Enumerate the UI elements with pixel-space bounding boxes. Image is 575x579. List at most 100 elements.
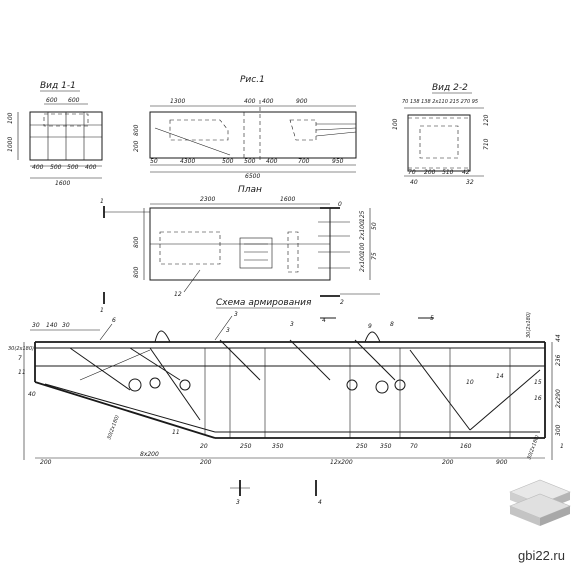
v2-right-a: 710 <box>483 138 490 150</box>
plan-top-right: 1600 <box>280 196 295 203</box>
sch-bot-0: 200 <box>40 459 52 466</box>
sch-mark-4: 9 <box>368 323 372 330</box>
sch-mark-3: 4 <box>322 317 326 324</box>
fig-bot-1: 500 <box>244 158 256 165</box>
fig-1-elevation: Рис.1 1300 400 400 900 800 200 50 4300 5… <box>133 75 357 180</box>
v1-bot-0: 400 <box>32 164 44 171</box>
v1-top-a: 600 <box>46 97 58 104</box>
v2-bot-0: 70 <box>408 169 416 176</box>
sch-mark-0: 6 <box>112 317 116 324</box>
view2-title: Вид 2-2 <box>432 83 468 93</box>
sch-bot-7: 12x200 <box>330 459 353 466</box>
sch-inner-2: 15 <box>534 379 542 386</box>
fig-bot-3: 700 <box>298 158 310 165</box>
plan-sec-b: 2 <box>340 299 344 306</box>
sch-rnum-1: 236 <box>555 354 562 366</box>
fig-top-mid2: 400 <box>262 98 274 105</box>
sch-small-2: 160 <box>460 443 472 450</box>
watermark-logo: gbi22.ru <box>470 470 575 575</box>
sch-small-1: 70 <box>410 443 418 450</box>
sch-top-0: 30 <box>32 322 40 329</box>
sch-mark-2: 3 <box>290 321 294 328</box>
sch-bot-1: 8x200 <box>140 451 159 458</box>
plan-title: План <box>238 185 262 195</box>
plan-sec-a-bot: 1 <box>100 307 104 314</box>
v1-bot-2: 500 <box>67 164 79 171</box>
plan-right-0: 125 <box>359 210 366 222</box>
fig-left-a: 800 <box>133 124 140 136</box>
view1-title: Вид 1-1 <box>40 81 76 91</box>
sch-bot-9: 900 <box>496 459 508 466</box>
sch-rnum-2: 2х290 <box>555 389 562 408</box>
sch-rnum-0: 44 <box>555 334 562 342</box>
scheme-title: Схема армирования <box>216 298 312 308</box>
plan-right-mark: 0 <box>338 201 342 208</box>
plan-left-b: 800 <box>133 266 140 278</box>
v2-bot-2: 510 <box>442 169 454 176</box>
v1-bot-3: 400 <box>85 164 97 171</box>
watermark-text: gbi22.ru <box>518 548 565 563</box>
fig-bot-4: 950 <box>332 158 344 165</box>
plan-top-left: 2300 <box>200 196 215 203</box>
fig-bot-left: 4300 <box>180 158 195 165</box>
plan-right-2: 100 <box>359 242 366 254</box>
fig-top-left: 1300 <box>170 98 185 105</box>
sch-bot-8: 200 <box>442 459 454 466</box>
sch-left-3: 40 <box>28 391 36 398</box>
sch-inner-3: 16 <box>534 395 542 402</box>
sch-right: 30(2х180) <box>526 312 532 338</box>
fig-top-right: 900 <box>296 98 308 105</box>
sch-left-1: 7 <box>18 355 22 362</box>
plan-right-4: 50 <box>371 222 378 230</box>
sch-mark-1: 3 <box>234 311 238 318</box>
v1-top-b: 600 <box>68 97 80 104</box>
fig-left-b: 200 <box>133 140 140 152</box>
sch-bot-6: 350 <box>380 443 392 450</box>
v2-top: 70 138 138 2x110 215 270 95 <box>402 99 478 105</box>
v1-left-a: 100 <box>7 112 14 124</box>
plan-sec-a-top: 1 <box>100 198 104 205</box>
fig-title: Рис.1 <box>240 75 265 85</box>
sch-bot-2: 200 <box>200 459 212 466</box>
fig-bot-0: 500 <box>222 158 234 165</box>
sch-sec-3: 3 <box>236 499 240 506</box>
v2-bot2-0: 40 <box>410 179 418 186</box>
view-2-2: Вид 2-2 70 138 138 2x110 215 270 95 100 … <box>392 83 490 186</box>
fig-total: 6500 <box>245 173 260 180</box>
sch-mark-5: 8 <box>390 321 394 328</box>
sch-rnum-3: 300 <box>555 424 562 436</box>
sch-bot-3: 250 <box>240 443 252 450</box>
stacked-slabs-icon <box>509 479 571 526</box>
v1-left-b: 1000 <box>7 137 14 152</box>
plan-right-3: 2x100 <box>359 253 366 272</box>
v2-bot-3: 42 <box>462 169 470 176</box>
v2-bot2-1: 32 <box>466 179 474 186</box>
v1-total: 1600 <box>55 180 70 187</box>
v2-bot-1: 200 <box>424 169 436 176</box>
plan-pos: 12 <box>174 291 182 298</box>
sch-mark-1b: 3 <box>226 327 230 334</box>
plan-right-1: 2x100 <box>359 221 366 240</box>
v2-right-b: 120 <box>483 114 490 126</box>
sch-inner-0: 10 <box>466 379 474 386</box>
fig-bot-2: 400 <box>266 158 278 165</box>
sch-top-2: 30 <box>62 322 70 329</box>
fig-first: 50 <box>150 158 158 165</box>
v2-left: 100 <box>392 118 399 130</box>
plan-view: План 2300 1600 800 800 125 2x100 100 2x1… <box>100 185 380 314</box>
plan-left-a: 800 <box>133 236 140 248</box>
sch-inner-4: 11 <box>172 429 180 436</box>
sch-left-2: 11 <box>18 369 26 376</box>
sch-small-0: 20 <box>200 443 208 450</box>
fig-top-mid: 400 <box>244 98 256 105</box>
v1-bot-1: 500 <box>50 164 62 171</box>
sch-rnum-4: 1 <box>560 443 564 450</box>
sch-sec-4: 4 <box>318 499 322 506</box>
reinforcement-scheme: Схема армирования 30 140 30 <box>8 298 564 506</box>
sch-bot-5: 250 <box>356 443 368 450</box>
sch-bot-4: 350 <box>272 443 284 450</box>
sch-diag: 30(2x180) <box>106 414 121 440</box>
sch-top-1: 140 <box>46 322 58 329</box>
